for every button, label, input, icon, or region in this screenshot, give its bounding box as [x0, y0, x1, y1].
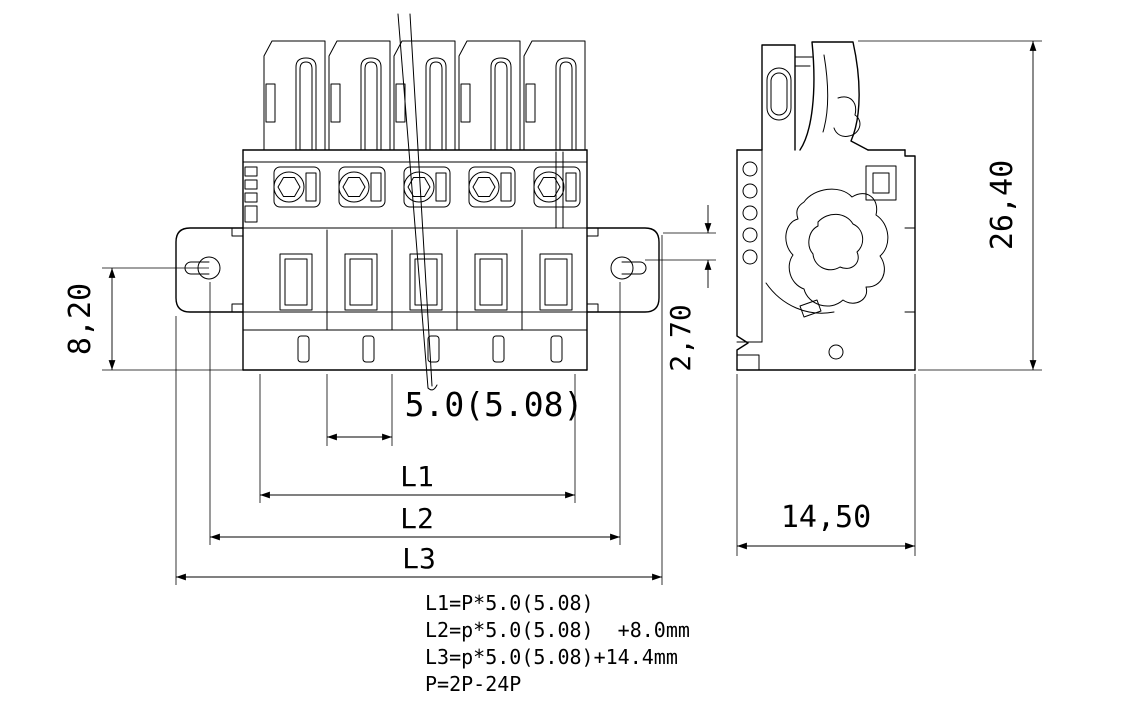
dim-label-l1: L1	[400, 460, 434, 493]
right-mounting-ear	[586, 227, 660, 313]
pole-unit-5	[523, 40, 586, 311]
pole-unit-1	[263, 40, 326, 311]
note-line-1: L1=P*5.0(5.08)	[425, 591, 594, 615]
dim-label-l3: L3	[402, 542, 436, 575]
dimension-side-depth: 14,50	[736, 374, 916, 556]
dim-label-pitch: 5.0(5.08)	[405, 385, 584, 424]
dimension-l3: L3	[175, 235, 663, 585]
dim-label-side-height: 26,40	[985, 160, 1020, 250]
side-view	[736, 41, 916, 371]
notes-block: L1=P*5.0(5.08) L2=p*5.0(5.08) +8.0mm L3=…	[425, 591, 690, 696]
pole-unit-4	[458, 40, 521, 311]
note-line-3: L3=p*5.0(5.08)+14.4mm	[425, 645, 678, 669]
note-line-2: L2=p*5.0(5.08) +8.0mm	[425, 618, 690, 642]
dimensions: 8,20 5.0(5.08) L1 L2 L3	[63, 40, 1042, 585]
note-line-4: P=2P-24P	[425, 672, 521, 696]
side-housing	[736, 41, 916, 371]
left-mounting-ear	[175, 227, 244, 313]
dimension-front-height: 8,20	[63, 267, 243, 371]
dimension-l2: L2	[209, 282, 621, 545]
dimension-side-height: 26,40	[858, 40, 1042, 371]
dim-label-front-height: 8,20	[63, 283, 98, 355]
dim-label-ear-offset: 2,70	[664, 304, 697, 371]
wire-lead-line	[397, 13, 438, 391]
dimension-pitch: 5.0(5.08)	[326, 374, 584, 446]
dim-label-l2: L2	[400, 502, 434, 535]
front-view	[175, 13, 660, 391]
dim-label-side-depth: 14,50	[781, 500, 871, 535]
dimension-ear-offset: 2,70	[645, 205, 716, 372]
dimension-l1: L1	[259, 374, 576, 503]
pole-unit-2	[328, 40, 391, 311]
